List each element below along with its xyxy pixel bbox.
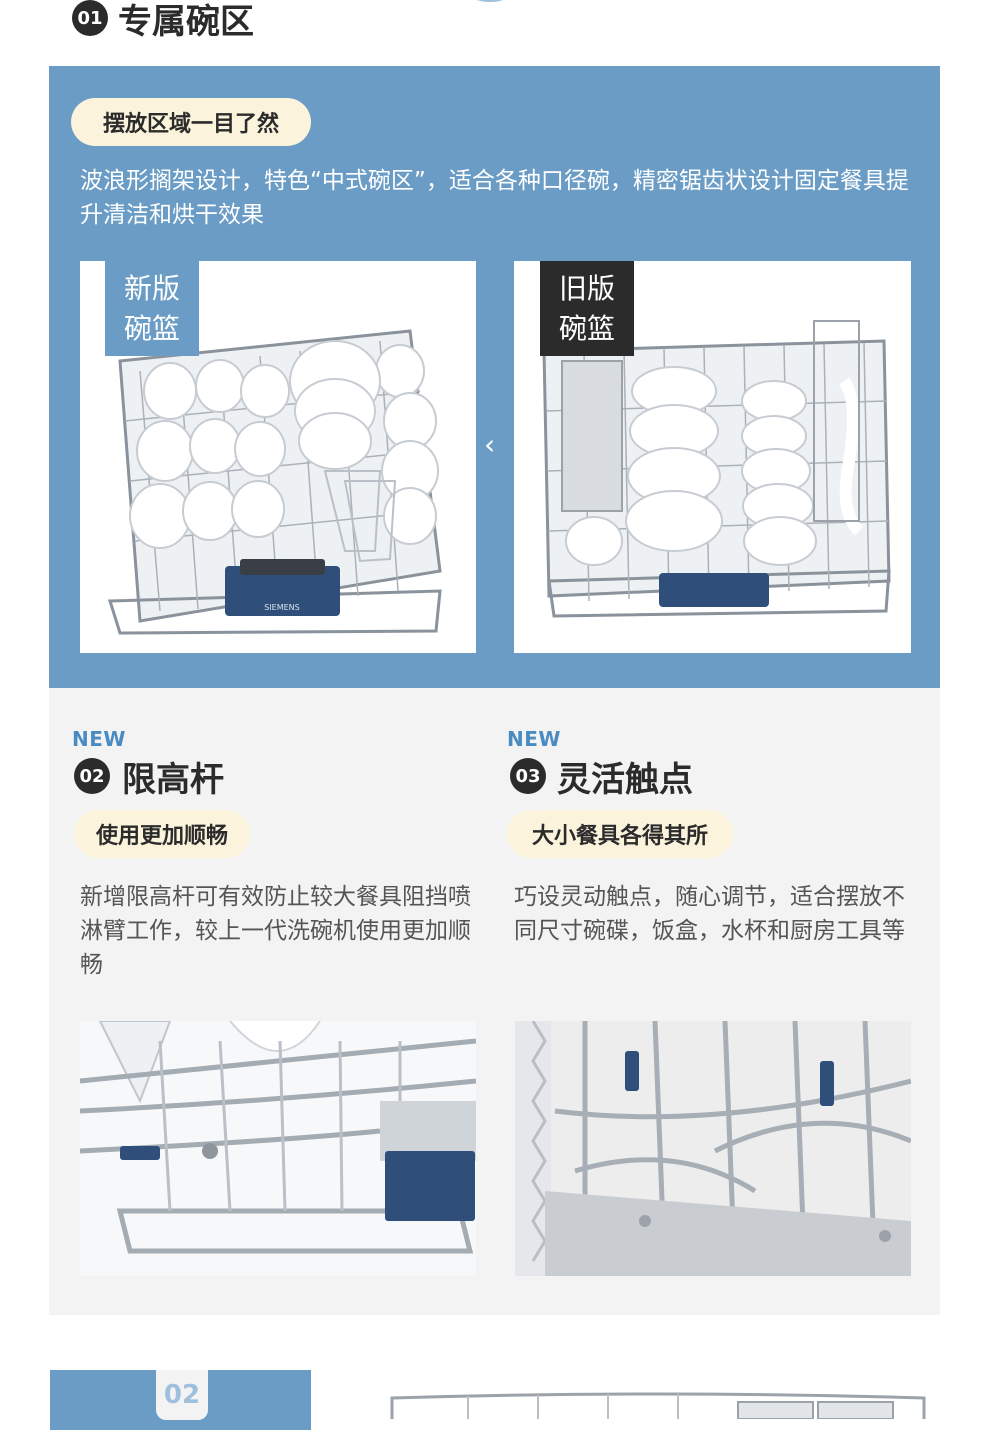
next-section-number: 02 [156, 1370, 208, 1420]
feature-number-badge: 03 [510, 758, 546, 794]
feature-title: 灵活触点 [557, 760, 693, 800]
section-number-badge: 01 [72, 0, 108, 36]
new-label: NEW [72, 727, 126, 751]
brand-label: SIEMENS [264, 603, 300, 612]
feature-pill: 使用更加顺畅 [74, 810, 250, 858]
new-basket-tag-line2: 碗篮 [123, 311, 180, 345]
old-basket-tag-line2: 碗篮 [558, 311, 615, 345]
feature-pill: 摆放区域一目了然 [71, 98, 311, 146]
section-description: 波浪形搁架设计，特色“中式碗区”，适合各种口径碗，精密锯齿状设计固定餐具提升清洁… [80, 168, 909, 228]
old-basket-illustration [542, 320, 891, 618]
flexible-contacts-photo [515, 1021, 911, 1276]
new-basket-tag-line1: 新版 [123, 271, 180, 305]
new-label: NEW [507, 727, 561, 751]
top-rack-photo-fragment [476, 0, 504, 2]
old-basket-tag: 旧版 碗篮 [540, 261, 634, 356]
feature-description: 巧设灵动触点，随心调节，适合摆放不同尺寸碗碟，饭盒，水杯和厨房工具等 [514, 884, 905, 944]
feature-description: 新增限高杆可有效防止较大餐具阻挡喷淋臂工作，较上一代洗碗机使用更加顺畅 [80, 884, 471, 978]
next-section-rack-fragment [390, 1392, 926, 1419]
flexible-contacts-illustration [515, 1021, 911, 1276]
new-basket-tag: 新版 碗篮 [105, 261, 199, 356]
old-basket-tag-line1: 旧版 [558, 271, 615, 305]
feature-number-badge: 02 [74, 758, 110, 794]
section-title: 专属碗区 [118, 2, 254, 42]
compare-arrow-icon[interactable]: ‹ [484, 428, 496, 461]
height-limit-rod-illustration [80, 1021, 476, 1276]
height-limit-rod-photo [80, 1021, 476, 1276]
feature-pill: 大小餐具各得其所 [507, 810, 733, 858]
new-basket-illustration: SIEMENS [107, 329, 442, 635]
feature-title: 限高杆 [122, 760, 224, 800]
old-basket-photo [514, 261, 911, 653]
